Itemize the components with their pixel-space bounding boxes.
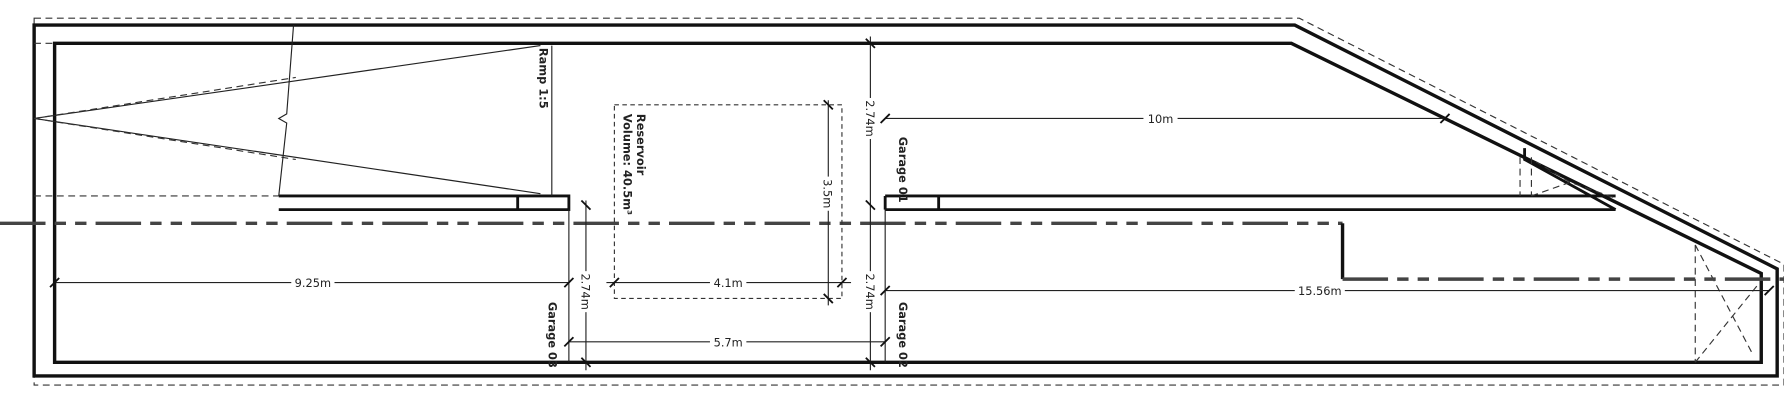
- dim-garage01-width: 2.74m: [863, 100, 877, 136]
- dim-garage01-length: 10m: [1148, 112, 1174, 126]
- dimension-lines: [54, 36, 1770, 371]
- right-partition-wall: [883, 148, 1617, 212]
- dimension-ticks: [49, 38, 1775, 368]
- dim-garage03-width: 2.74m: [578, 273, 592, 309]
- dim-reservoir-width: 4.1m: [714, 276, 743, 290]
- outer-wall-inner: [52, 41, 1763, 364]
- outer-wall-outer: [32, 23, 1779, 378]
- left-partition-wall: [278, 194, 571, 212]
- garage-01-label: Garage 01: [896, 137, 910, 203]
- ramp-dashed-lines: [34, 42, 296, 197]
- garage-02-label: Garage 02: [896, 302, 910, 368]
- reservoir-volume-label: Volume: 40.5m³: [620, 114, 634, 215]
- ramp-label: Ramp 1:5: [536, 48, 550, 109]
- break-line: [277, 25, 295, 197]
- dim-left-length: 9.25m: [295, 276, 331, 290]
- dim-reservoir-depth: 3.5m: [821, 179, 835, 208]
- garage-03-label: Garage 03: [545, 302, 559, 368]
- garage02-end-hatch: [1694, 244, 1759, 363]
- dim-garage02-length: 15.56m: [1298, 284, 1342, 298]
- reservoir-outline: [613, 104, 843, 300]
- ramp-lines: [34, 45, 553, 196]
- dim-garage02-width: 2.74m: [863, 273, 877, 309]
- reservoir-label: Reservoir: [634, 114, 648, 176]
- dim-middle-span: 5.7m: [714, 335, 743, 349]
